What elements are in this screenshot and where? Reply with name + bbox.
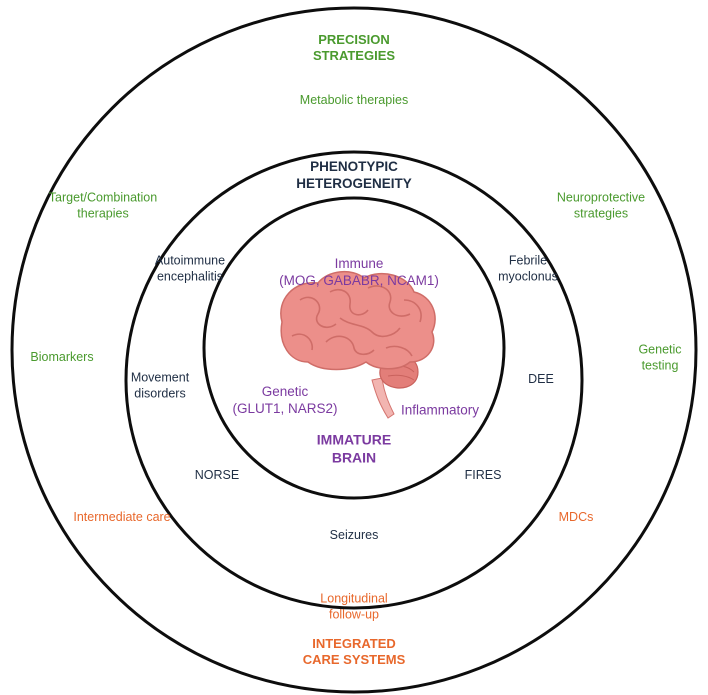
phenotypic-heterogeneity-title: PHENOTYPIC HETEROGENEITY (296, 159, 412, 191)
inner-ring (202, 196, 506, 500)
middle-ring (124, 150, 584, 610)
integrated-care-systems-title: INTEGRATED CARE SYSTEMS (302, 635, 406, 667)
movement-disorders-label: Movement disorders (130, 370, 190, 400)
inflammatory-label: Inflammatory (400, 402, 480, 418)
outer-ring (10, 6, 698, 694)
biomarkers-label: Biomarkers (30, 350, 94, 365)
intermediate-care-label: Intermediate care (73, 510, 171, 525)
precision-strategies-title: PRECISION STRATEGIES (312, 31, 396, 63)
fires-label: FIRES (464, 468, 502, 483)
target-combination-therapies-label: Target/Combination therapies (48, 190, 158, 220)
longitudinal-follow-up-label: Longitudinal follow-up (320, 591, 388, 621)
mdcs-label: MDCs (558, 510, 594, 525)
brain-icon (280, 271, 436, 419)
norse-label: NORSE (194, 468, 240, 483)
metabolic-therapies-label: Metabolic therapies (299, 93, 409, 108)
immature-brain-title: IMMATURE BRAIN (316, 431, 392, 466)
genetic-label: Genetic (GLUT1, NARS2) (232, 384, 338, 416)
neuroprotective-strategies-label: Neuroprotective strategies (556, 190, 646, 220)
immune-label: Immune (MOG, GABABR, NCAM1) (279, 256, 439, 288)
autoimmune-encephalitis-label: Autoimmune encephalitis (154, 253, 226, 283)
febrile-myoclonus-label: Febrile myoclonus (498, 253, 558, 283)
genetic-testing-label: Genetic testing (638, 342, 682, 372)
seizures-label: Seizures (329, 528, 379, 543)
dee-label: DEE (528, 372, 554, 387)
